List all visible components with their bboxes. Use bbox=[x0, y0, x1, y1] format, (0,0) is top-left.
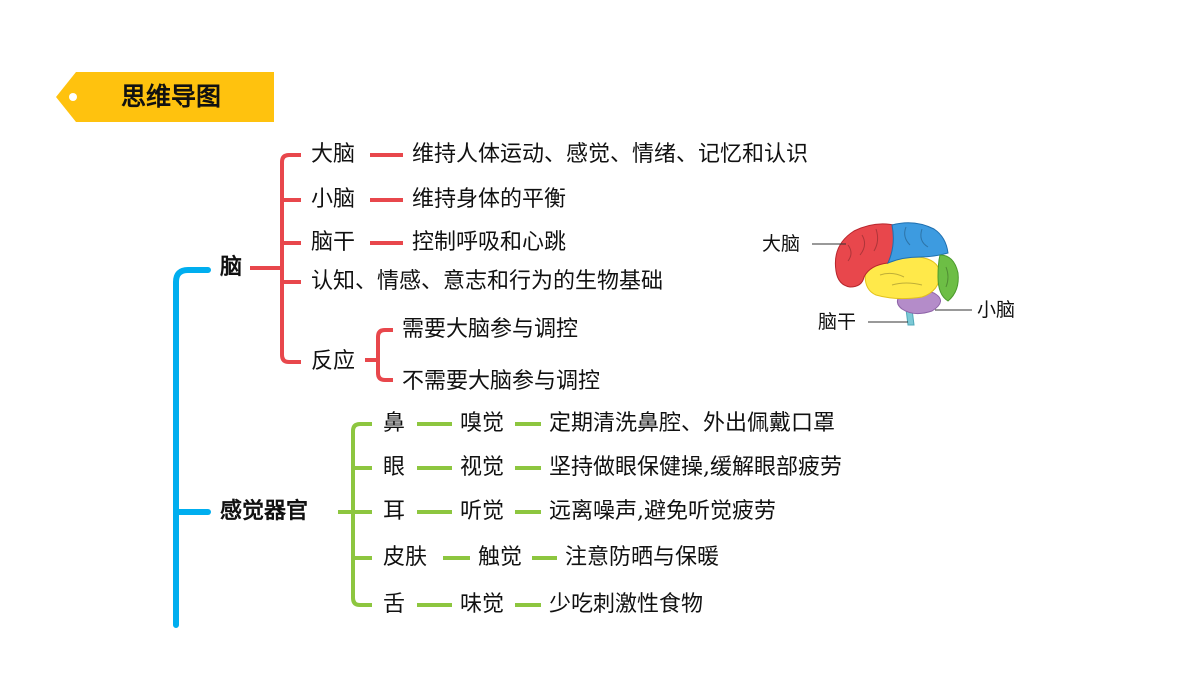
brain-item-cerebellum: 小脑 bbox=[311, 187, 356, 212]
sense-organ-tongue: 舌 bbox=[383, 592, 406, 617]
brain-figure-label-cerebrum: 大脑 bbox=[762, 233, 801, 255]
sense-care-ear: 远离噪声,避免听觉疲劳 bbox=[549, 499, 776, 524]
brain-item-cerebrum: 大脑 bbox=[311, 142, 356, 167]
brain-item-brainstem: 脑干 bbox=[311, 230, 356, 255]
brain-illustration-occipital-lobe bbox=[937, 254, 959, 302]
reaction-option-no-cerebrum: 不需要大脑参与调控 bbox=[402, 369, 601, 394]
branch-brain-label: 脑 bbox=[220, 255, 243, 280]
brain-figure-label-brainstem: 脑干 bbox=[818, 311, 857, 333]
sense-organ-eye: 眼 bbox=[383, 455, 406, 480]
sense-care-skin: 注意防晒与保暖 bbox=[565, 545, 720, 570]
sense-taste: 味觉 bbox=[460, 592, 505, 617]
brain-figure-label-cerebellum: 小脑 bbox=[977, 299, 1016, 321]
sense-organ-skin: 皮肤 bbox=[383, 545, 428, 570]
sense-organ-nose: 鼻 bbox=[383, 411, 406, 436]
sense-vision: 视觉 bbox=[460, 455, 505, 480]
sense-care-eye: 坚持做眼保健操,缓解眼部疲劳 bbox=[549, 455, 842, 480]
brain-item-cerebrum-desc: 维持人体运动、感觉、情绪、记忆和认识 bbox=[412, 142, 809, 167]
brain-item-cerebellum-desc: 维持身体的平衡 bbox=[412, 187, 567, 212]
sense-care-tongue: 少吃刺激性食物 bbox=[549, 592, 704, 617]
brain-basis-text: 认知、情感、意志和行为的生物基础 bbox=[311, 269, 664, 294]
brain-item-brainstem-desc: 控制呼吸和心跳 bbox=[412, 230, 567, 255]
mind-map-banner bbox=[56, 72, 274, 122]
sense-smell: 嗅觉 bbox=[460, 411, 505, 436]
mind-map-title: 思维导图 bbox=[121, 82, 222, 111]
sense-hearing: 听觉 bbox=[460, 499, 505, 524]
brain-illustration-parietal-lobe bbox=[887, 222, 949, 264]
brain-reaction-label: 反应 bbox=[311, 349, 356, 374]
branch-sense-organs-label: 感觉器官 bbox=[220, 499, 309, 524]
sense-touch: 触觉 bbox=[478, 545, 523, 570]
sense-organ-ear: 耳 bbox=[383, 499, 406, 524]
sense-care-nose: 定期清洗鼻腔、外出佩戴口罩 bbox=[549, 411, 836, 436]
brain-illustration bbox=[834, 222, 959, 326]
reaction-option-needs-cerebrum: 需要大脑参与调控 bbox=[402, 317, 579, 342]
